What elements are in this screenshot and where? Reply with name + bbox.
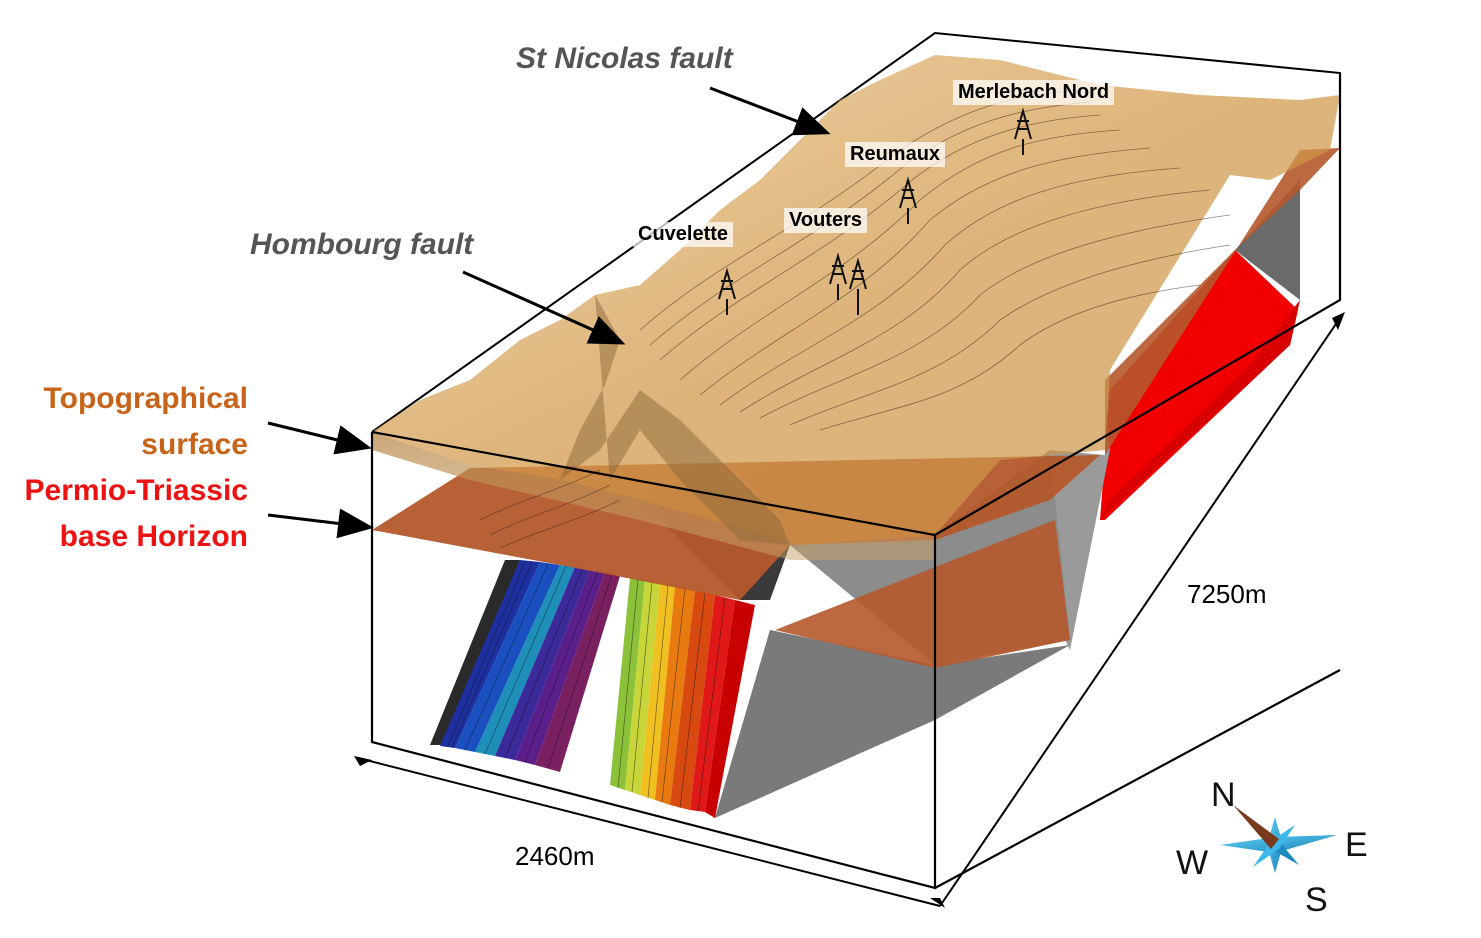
headframe-icon-reumaux bbox=[899, 176, 917, 224]
mine-label-reumaux: Reumaux bbox=[845, 142, 946, 167]
mine-label-cuvelette: Cuvelette bbox=[633, 222, 734, 247]
mine-label-merlebach-nord: Merlebach Nord bbox=[953, 80, 1115, 105]
compass-east-label: E bbox=[1345, 826, 1368, 864]
headframe-icon-cuvelette bbox=[718, 267, 736, 315]
headframe-icons bbox=[718, 107, 1032, 315]
grey-fault-plane-right bbox=[1235, 180, 1300, 300]
mine-label-vouters: Vouters bbox=[784, 208, 867, 233]
topo-front-wall bbox=[372, 432, 935, 560]
dim-tick-left bbox=[354, 756, 372, 766]
grey-fault-block-lower bbox=[715, 630, 1070, 818]
permio-triassic-horizon-label-line2: base Horizon bbox=[59, 520, 248, 553]
hombourg-fault-label: Hombourg fault bbox=[250, 228, 474, 261]
red-fault-plane bbox=[1100, 250, 1298, 520]
compass-rose bbox=[1220, 805, 1337, 873]
north-arrow-icon bbox=[1233, 805, 1279, 849]
red-fault-lower bbox=[1100, 300, 1300, 520]
layer-hatching bbox=[447, 561, 726, 812]
width-dimension-label: 2460m bbox=[515, 841, 595, 871]
compass-west-label: W bbox=[1176, 844, 1209, 882]
length-dimension-label: 7250m bbox=[1187, 579, 1267, 609]
topographical-surface-label-line2: surface bbox=[141, 428, 248, 461]
topographical-surface-label: Topographical surface bbox=[0, 376, 248, 468]
st-nicolas-fault-label: St Nicolas fault bbox=[516, 42, 733, 75]
dimension-lines bbox=[357, 317, 1341, 907]
headframe-icon-vouters-2 bbox=[849, 257, 867, 315]
permio-triassic-horizon-label: Permio-Triassic base Horizon bbox=[0, 468, 248, 560]
stratigraphic-layers bbox=[430, 560, 755, 818]
dim-tick-right bbox=[1332, 312, 1345, 330]
annotation-arrows bbox=[267, 86, 831, 539]
hombourg-fault-ridge bbox=[560, 295, 790, 545]
headframe-icon-vouters-1 bbox=[829, 252, 847, 300]
topographical-surface-label-line1: Topographical bbox=[43, 382, 248, 415]
headframe-icon-merlebach bbox=[1014, 107, 1032, 155]
permio-triassic-horizon-front bbox=[775, 520, 1070, 668]
dim-tick-bottom bbox=[930, 898, 945, 908]
permio-triassic-horizon-label-line1: Permio-Triassic bbox=[24, 474, 248, 507]
compass-south-label: S bbox=[1305, 881, 1328, 919]
compass-north-label: N bbox=[1211, 776, 1236, 814]
model-box-front bbox=[370, 73, 1342, 890]
